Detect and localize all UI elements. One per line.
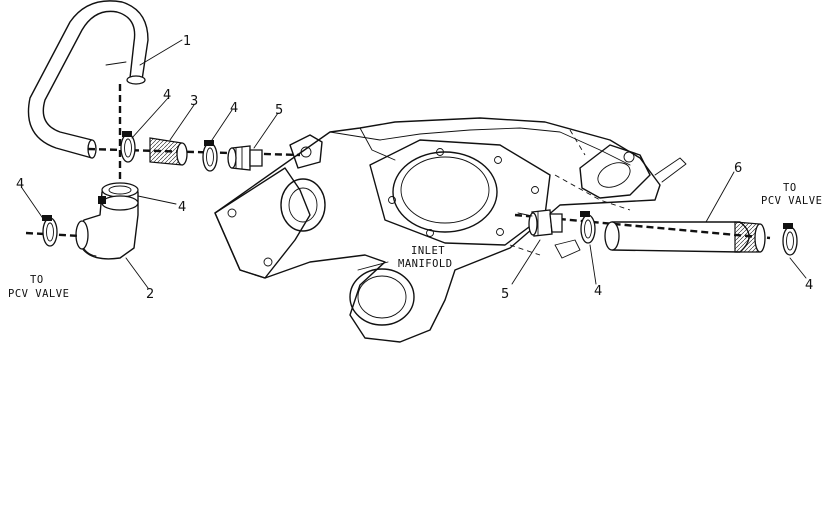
note-to-left: TO <box>30 274 44 286</box>
assembly-axis-right <box>514 213 771 240</box>
callout-4-right-b: 4 <box>805 278 813 293</box>
notes: TO PCV VALVE TO PCV VALVE INLET MANIFOLD <box>8 182 822 300</box>
hose-clamp-right-b <box>782 223 798 256</box>
hose-clamp-elbow <box>98 195 139 211</box>
fitting-item-5-lower <box>517 209 563 237</box>
sleeve-item-3 <box>149 137 188 166</box>
fitting-item-5-upper <box>227 145 263 171</box>
inlet-manifold <box>214 117 687 343</box>
callout-4-top: 4 <box>163 88 171 103</box>
elbow-hose-item-2 <box>75 182 139 260</box>
hose-item-6 <box>604 221 766 253</box>
callout-5-top: 5 <box>275 103 283 118</box>
note-pcv-left: PCV VALVE <box>8 288 69 300</box>
hose-clamp-right-a <box>580 211 596 244</box>
note-to-right: TO <box>783 182 797 194</box>
hose-clamp-top <box>120 131 136 163</box>
callout-5-bottom: 5 <box>501 287 509 302</box>
note-manifold: MANIFOLD <box>398 258 453 270</box>
callout-4-mid: 4 <box>230 101 238 116</box>
callout-1: 1 <box>183 34 191 49</box>
callout-4-lower: 4 <box>178 200 186 215</box>
callout-4-left: 4 <box>16 177 24 192</box>
callout-4-right-a: 4 <box>594 284 602 299</box>
note-pcv-right: PCV VALVE <box>761 195 822 207</box>
item-numbers: 1 4 3 4 5 4 4 2 6 5 4 4 <box>16 34 813 302</box>
leader-lines <box>21 39 807 289</box>
hose-clamp-mid <box>202 140 218 172</box>
callout-3: 3 <box>190 94 198 109</box>
hose-clamp-left <box>42 215 58 247</box>
note-inlet: INLET <box>411 245 445 257</box>
callout-6: 6 <box>734 161 742 176</box>
callout-2: 2 <box>146 287 154 302</box>
